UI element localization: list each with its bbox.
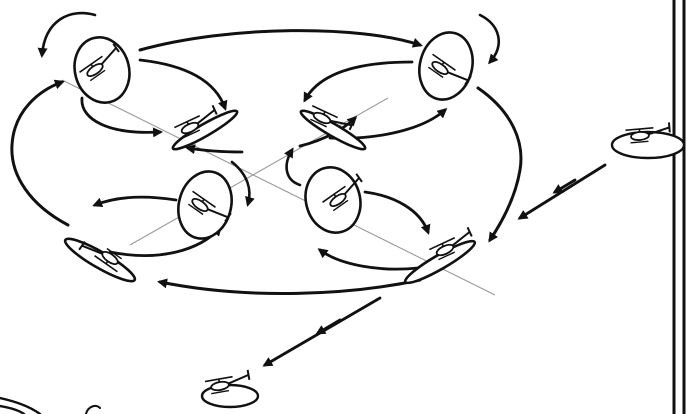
helicopter-lower-right [402, 227, 478, 288]
inner-flight-arrows [82, 60, 445, 269]
helicopter-inner-right [298, 102, 368, 154]
rotor-disc-icon [170, 106, 240, 153]
rotor-disc-icon [298, 106, 368, 153]
helicopter-center-left [171, 165, 239, 244]
partial-artwork-bottom-left [0, 398, 100, 414]
helicopter-exit-bottom [202, 370, 258, 407]
helicopter-top-left [67, 31, 136, 109]
helicopter-outer-left [61, 233, 138, 287]
rotor-disc-icon [202, 385, 258, 407]
helicopter-top-right [412, 26, 480, 105]
rotor-disc-icon [412, 26, 480, 105]
helicopter-inner-left [170, 105, 240, 153]
